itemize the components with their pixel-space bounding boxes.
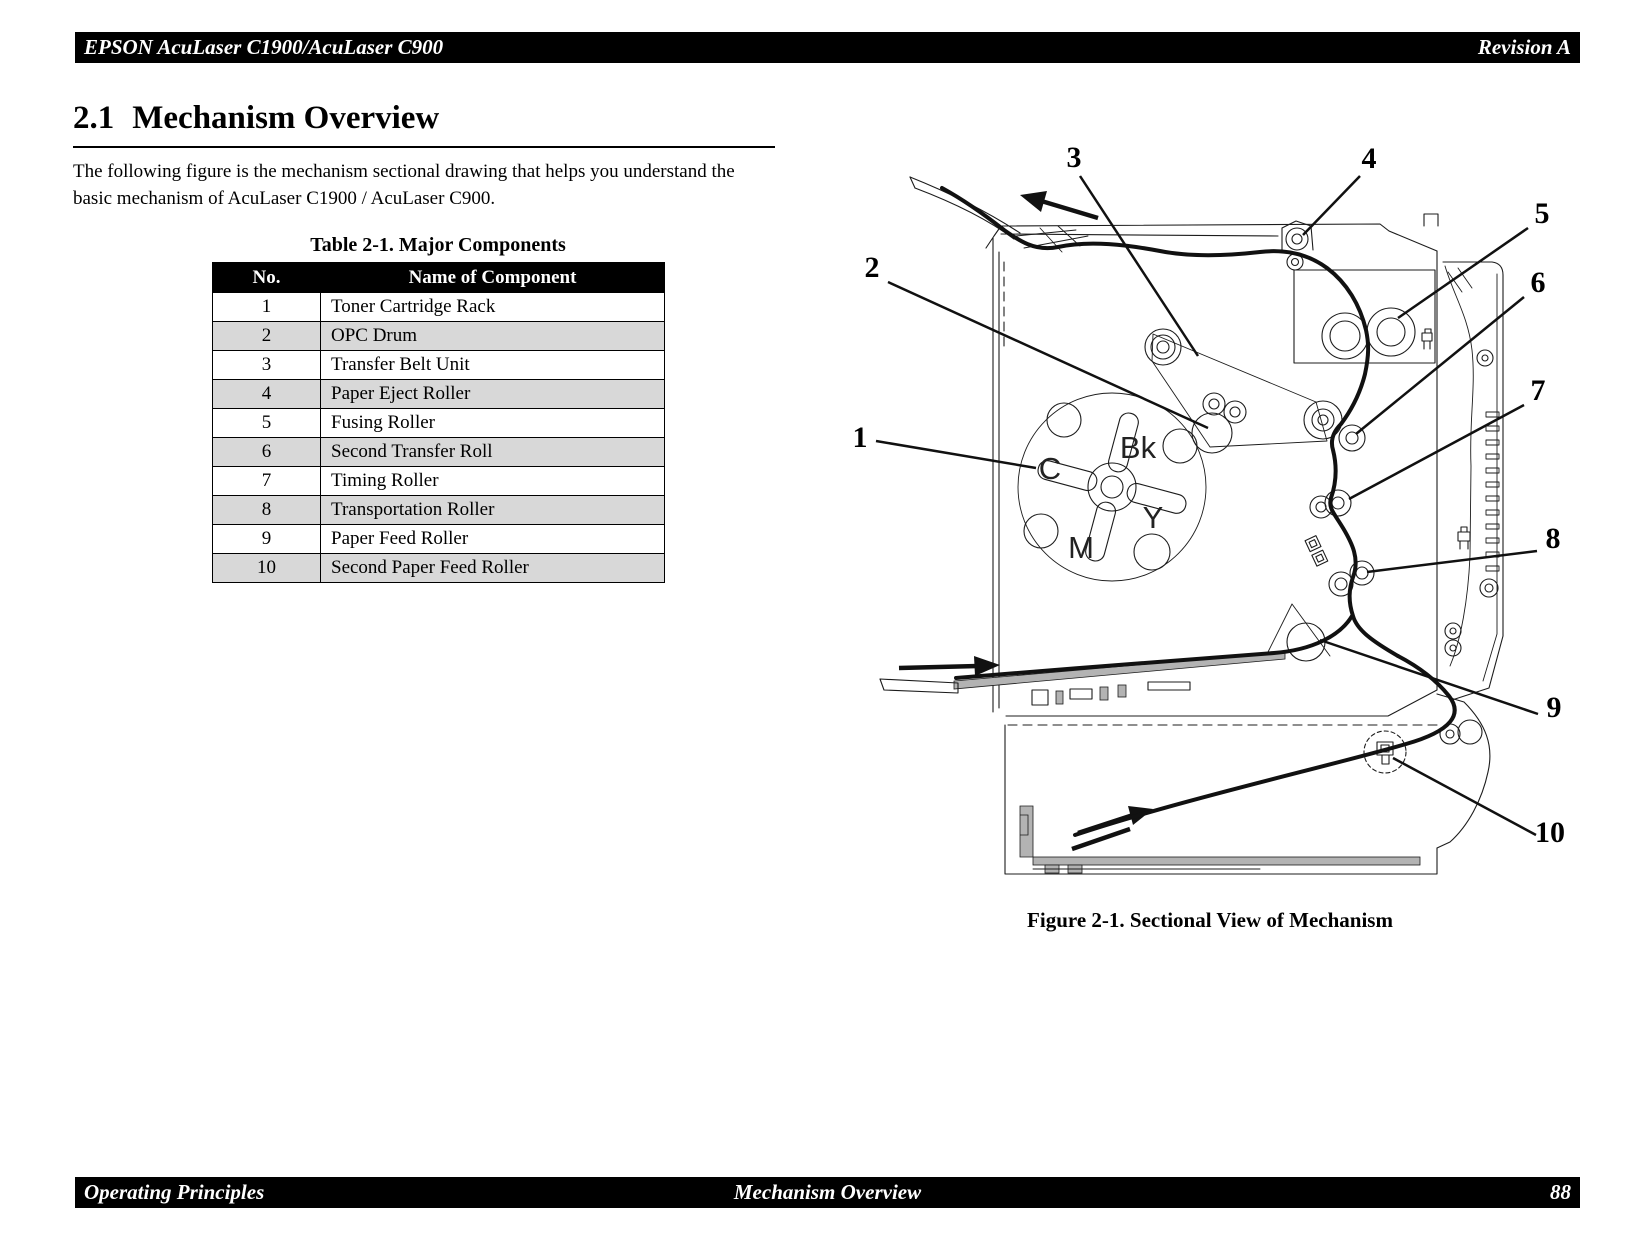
callout-7-label: 7 <box>1531 374 1546 407</box>
footer-bar: Operating Principles Mechanism Overview … <box>75 1177 1580 1208</box>
intro-line-2: basic mechanism of AcuLaser C1900 / AcuL… <box>73 188 496 209</box>
intro-line-1: The following figure is the mechanism se… <box>73 161 735 182</box>
opc-drum <box>1191 392 1247 454</box>
cell-name: Transfer Belt Unit <box>320 350 665 380</box>
footer-section: Mechanism Overview <box>733 1180 922 1204</box>
column-header-no: No. <box>212 262 321 293</box>
cell-no: 10 <box>212 553 321 583</box>
figure-area: C Bk Y M <box>840 140 1580 900</box>
paper-eject-tray <box>909 176 1089 253</box>
cell-no: 1 <box>212 292 321 322</box>
second-transfer-roll <box>1338 424 1366 452</box>
thermistor-icon <box>1421 328 1433 350</box>
callout-9-label: 9 <box>1547 691 1562 724</box>
mechanism-diagram: C Bk Y M <box>853 141 1566 875</box>
cell-name: Paper Feed Roller <box>320 524 665 554</box>
footer-chapter: Operating Principles <box>84 1180 265 1204</box>
lower-cassette <box>1004 693 1491 875</box>
column-header-name: Name of Component <box>320 262 665 293</box>
cell-name: Transportation Roller <box>320 495 665 525</box>
header-revision: Revision A <box>1477 35 1571 59</box>
size-switch-icon <box>1457 526 1471 550</box>
callout-6-label: 6 <box>1531 266 1546 299</box>
cell-no: 5 <box>212 408 321 438</box>
toner-label-bk: Bk <box>1120 430 1157 465</box>
callout-4-label: 4 <box>1362 142 1377 175</box>
timing-rollers <box>1309 489 1352 519</box>
cell-name: Timing Roller <box>320 466 665 496</box>
toner-label-m: M <box>1068 530 1094 565</box>
cell-no: 4 <box>212 379 321 409</box>
rear-cover-panel <box>1442 261 1504 701</box>
table-header-row: No. Name of Component <box>212 262 665 293</box>
toner-label-y: Y <box>1143 500 1164 535</box>
registration-sensor <box>1304 535 1329 567</box>
callout-1-label: 1 <box>853 421 868 454</box>
paper-path <box>940 186 1457 837</box>
cell-no: 3 <box>212 350 321 380</box>
callout-10-label: 10 <box>1535 816 1565 849</box>
paper-exit-arrow <box>1020 191 1099 221</box>
callout-5-label: 5 <box>1535 197 1550 230</box>
cell-name: Second Paper Feed Roller <box>320 553 665 583</box>
cell-no: 7 <box>212 466 321 496</box>
cell-name: OPC Drum <box>320 321 665 351</box>
transfer-belt-unit <box>1144 328 1343 448</box>
callouts: 1 2 3 4 5 6 7 8 9 10 <box>853 141 1566 849</box>
printer-body-outline <box>985 213 1439 717</box>
paper-feed-roller <box>1267 603 1331 662</box>
cell-name: Paper Eject Roller <box>320 379 665 409</box>
section-number: 2.1 <box>73 100 115 136</box>
fusing-unit <box>1293 269 1436 364</box>
cell-no: 8 <box>212 495 321 525</box>
cell-no: 2 <box>212 321 321 351</box>
figure-caption: Figure 2-1. Sectional View of Mechanism <box>1027 908 1393 932</box>
cell-name: Toner Cartridge Rack <box>320 292 665 322</box>
cell-name: Second Transfer Roll <box>320 437 665 467</box>
section-heading: 2.1 Mechanism Overview <box>73 100 439 137</box>
intro-paragraph: The following figure is the mechanism se… <box>73 158 773 212</box>
header-product-title: EPSON AcuLaser C1900/AcuLaser C900 <box>84 35 444 59</box>
feed-tray <box>879 651 1286 706</box>
header-bar: EPSON AcuLaser C1900/AcuLaser C900 Revis… <box>75 32 1580 63</box>
toner-label-c: C <box>1039 451 1061 486</box>
callout-8-label: 8 <box>1546 522 1561 555</box>
cell-no: 6 <box>212 437 321 467</box>
callout-3-label: 3 <box>1067 141 1082 174</box>
cell-name: Fusing Roller <box>320 408 665 438</box>
feed-direction-arrow <box>898 656 1000 676</box>
cell-no: 9 <box>212 524 321 554</box>
heading-rule <box>73 146 775 148</box>
toner-cartridge-rack: C Bk Y M <box>1017 392 1207 582</box>
section-title: Mechanism Overview <box>132 100 440 136</box>
cassette-feed-arrow <box>1071 806 1153 852</box>
table-title: Table 2-1. Major Components <box>310 234 566 256</box>
callout-2-label: 2 <box>865 251 880 284</box>
footer-page-number: 88 <box>1550 1180 1571 1204</box>
